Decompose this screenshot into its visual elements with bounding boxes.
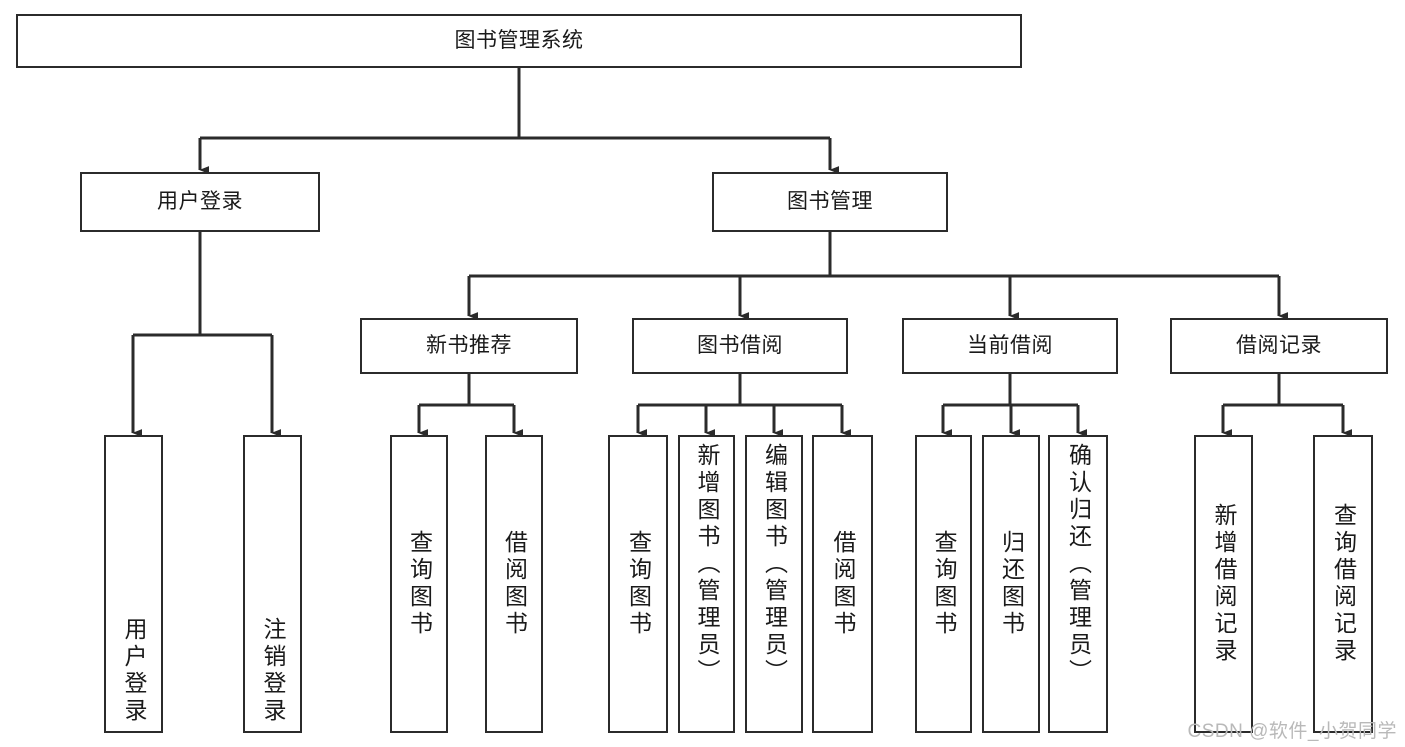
watermark-text: CSDN @软件_小贺同学 — [1187, 721, 1397, 742]
node-borrow-record-label: 借阅记录 — [1236, 334, 1322, 358]
node-book-borrow[interactable]: 图书借阅 — [632, 318, 848, 374]
node-leaf-confirm-return[interactable]: 确认归还（管理员） — [1048, 435, 1108, 733]
node-leaf-query-book-recommend[interactable]: 查询图书 — [390, 435, 448, 733]
node-current-borrow[interactable]: 当前借阅 — [902, 318, 1118, 374]
node-leaf-add-book[interactable]: 新增图书（管理员） — [678, 435, 735, 733]
node-leaf-add-book-label: 新增图书（管理员） — [694, 443, 720, 686]
node-user-login[interactable]: 用户登录 — [80, 172, 320, 232]
node-leaf-query-book-borrow[interactable]: 查询图书 — [608, 435, 668, 733]
node-leaf-query-book-recommend-label: 查询图书 — [406, 530, 433, 638]
node-leaf-add-borrow-record[interactable]: 新增借阅记录 — [1194, 435, 1253, 733]
node-book-manage-label: 图书管理 — [787, 190, 873, 214]
node-root-system[interactable]: 图书管理系统 — [16, 14, 1022, 68]
node-leaf-edit-book[interactable]: 编辑图书（管理员） — [745, 435, 803, 733]
node-leaf-query-borrow-record-label: 查询借阅记录 — [1330, 503, 1357, 665]
node-leaf-edit-book-label: 编辑图书（管理员） — [761, 443, 788, 686]
node-leaf-query-book-borrow-label: 查询图书 — [625, 530, 652, 638]
node-leaf-query-book-current-label: 查询图书 — [931, 530, 957, 638]
node-leaf-confirm-return-label: 确认归还（管理员） — [1065, 443, 1092, 686]
node-leaf-user-login-label: 用户登录 — [121, 617, 147, 725]
node-root-label: 图书管理系统 — [454, 29, 584, 53]
node-new-book-recommend-label: 新书推荐 — [426, 334, 512, 358]
node-book-borrow-label: 图书借阅 — [697, 334, 783, 358]
node-leaf-query-borrow-record[interactable]: 查询借阅记录 — [1313, 435, 1373, 733]
node-leaf-user-logout[interactable]: 注销登录 — [243, 435, 302, 733]
node-leaf-return-book-label: 归还图书 — [998, 530, 1025, 638]
node-leaf-borrow-book[interactable]: 借阅图书 — [812, 435, 873, 733]
node-new-book-recommend[interactable]: 新书推荐 — [360, 318, 578, 374]
node-leaf-borrow-book-recommend-label: 借阅图书 — [501, 530, 528, 638]
node-leaf-return-book[interactable]: 归还图书 — [982, 435, 1040, 733]
node-leaf-user-login[interactable]: 用户登录 — [104, 435, 163, 733]
node-leaf-add-borrow-record-label: 新增借阅记录 — [1211, 503, 1237, 665]
node-leaf-borrow-book-recommend[interactable]: 借阅图书 — [485, 435, 543, 733]
node-borrow-record[interactable]: 借阅记录 — [1170, 318, 1388, 374]
node-current-borrow-label: 当前借阅 — [967, 334, 1053, 358]
node-user-login-label: 用户登录 — [157, 190, 243, 214]
node-leaf-user-logout-label: 注销登录 — [260, 617, 286, 725]
node-book-manage[interactable]: 图书管理 — [712, 172, 948, 232]
node-leaf-borrow-book-label: 借阅图书 — [830, 530, 856, 638]
node-leaf-query-book-current[interactable]: 查询图书 — [915, 435, 972, 733]
